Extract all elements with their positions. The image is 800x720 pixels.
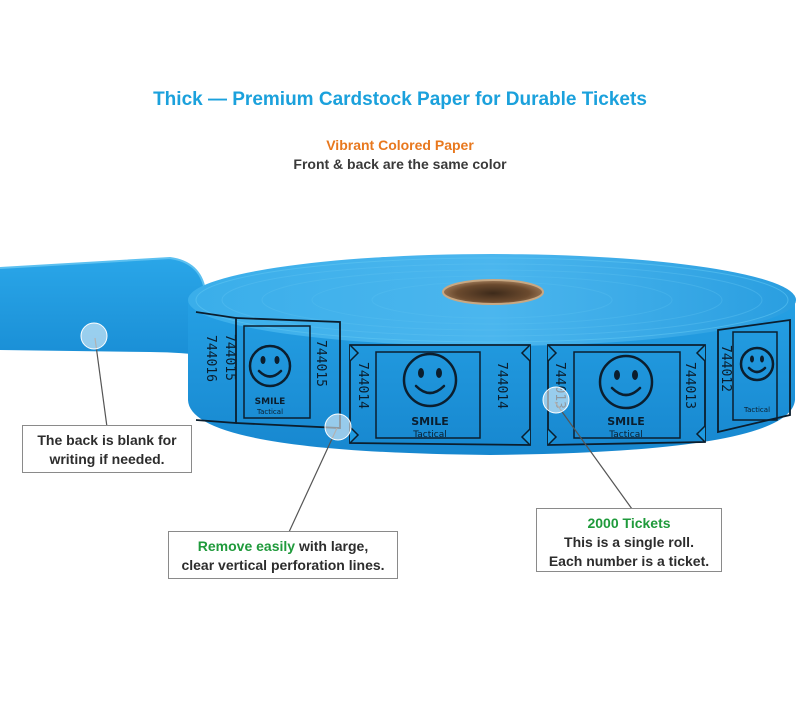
ticket-subbrand: Tactical xyxy=(608,430,642,440)
callout-remove-highlight: Remove easily xyxy=(197,538,296,554)
callout-count-line2: This is a single roll. xyxy=(564,534,694,550)
callout-dot-back xyxy=(80,322,108,350)
strip-top-edge xyxy=(0,256,206,291)
callout-back-line1: The back is blank for xyxy=(37,432,177,448)
ticket-number: 744013 xyxy=(682,362,697,409)
callout-remove-line2: clear vertical perforation lines. xyxy=(181,557,385,573)
callout-blank-back: The back is blank for writing if needed. xyxy=(22,425,192,473)
ticket-brand: SMILE xyxy=(411,415,449,428)
ticket-subbrand: Tactical xyxy=(256,408,283,416)
ticket-subbrand: Tactical xyxy=(743,406,770,414)
ticket-number: 744014 xyxy=(355,362,370,409)
ticket-brand: SMILE xyxy=(255,397,286,407)
ticket-number: 744014 xyxy=(494,362,509,409)
subtitle-vibrant: Vibrant Colored Paper xyxy=(326,137,474,153)
roll-core xyxy=(443,280,543,304)
callout-dot-perforation xyxy=(324,413,352,441)
callout-back-line2: writing if needed. xyxy=(49,451,165,467)
ticket-number: 744015 xyxy=(313,340,328,387)
callout-count-highlight: 2000 Tickets xyxy=(587,515,671,531)
callout-count-line3: Each number is a ticket. xyxy=(548,553,710,569)
callout-remove-easily: Remove easily with large, clear vertical… xyxy=(168,531,398,579)
callout-dot-number xyxy=(542,386,570,414)
ticket-brand: SMILE xyxy=(607,415,645,428)
callout-remove-line1-rest: with large, xyxy=(295,538,369,554)
subtitle-same-color: Front & back are the same color xyxy=(293,156,507,172)
ticket-number: 744012 xyxy=(718,345,733,392)
ticket-number: 744015 xyxy=(222,334,237,381)
callout-ticket-count: 2000 Tickets This is a single roll. Each… xyxy=(536,508,722,572)
smiley-icon xyxy=(248,344,775,410)
unrolled-strip xyxy=(0,258,205,355)
page-title: Thick — Premium Cardstock Paper for Dura… xyxy=(153,89,647,110)
ticket-number: 744016 xyxy=(203,335,218,382)
ticket-subbrand: Tactical xyxy=(412,430,446,440)
